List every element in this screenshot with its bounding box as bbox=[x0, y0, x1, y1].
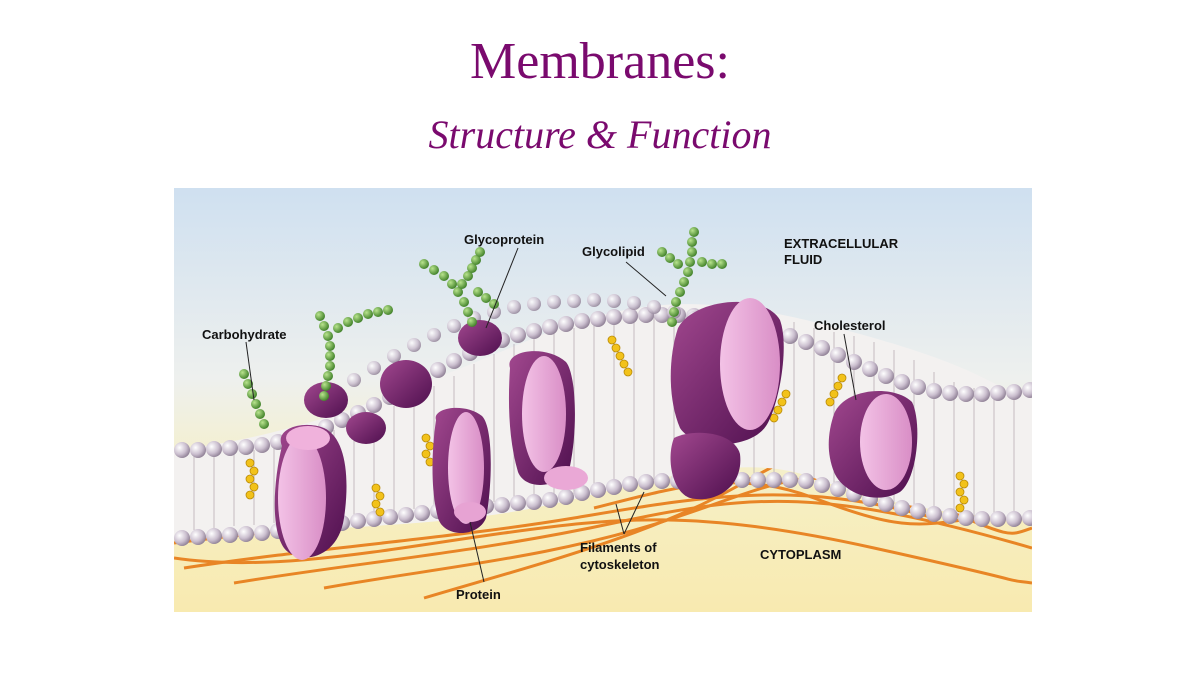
label-filaments-line2: cytoskeleton bbox=[580, 557, 660, 572]
label-carbohydrate: Carbohydrate bbox=[202, 327, 287, 342]
membrane-diagram: Glycoprotein Glycolipid EXTRACELLULAR FL… bbox=[174, 188, 1032, 612]
label-extracellular-line1: EXTRACELLULAR bbox=[784, 236, 899, 251]
slide-title: Membranes: bbox=[0, 36, 1200, 88]
label-extracellular-line2: FLUID bbox=[784, 252, 822, 267]
label-glycoprotein: Glycoprotein bbox=[464, 232, 544, 247]
label-cytoplasm: CYTOPLASM bbox=[760, 547, 841, 562]
label-cholesterol: Cholesterol bbox=[814, 318, 886, 333]
label-filaments-line1: Filaments of bbox=[580, 540, 657, 555]
slide-subtitle: Structure & Function bbox=[0, 115, 1200, 155]
label-glycolipid: Glycolipid bbox=[582, 244, 645, 259]
label-protein: Protein bbox=[456, 587, 501, 602]
